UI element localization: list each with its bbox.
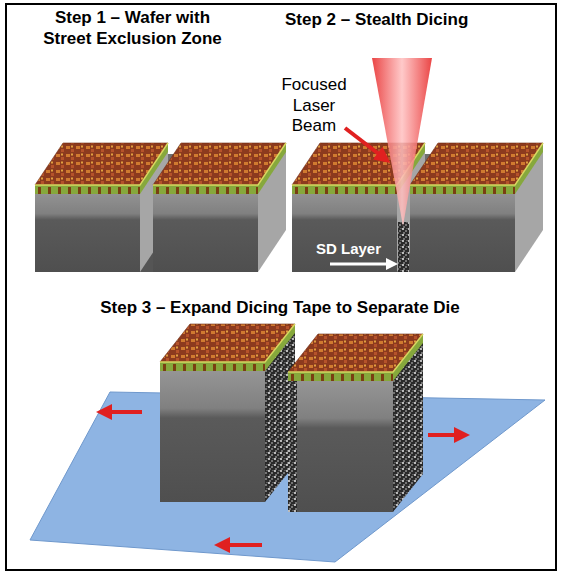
expand-arrow	[428, 433, 462, 437]
step-heading: Step 3 – Expand Dicing Tape to Separate …	[20, 298, 540, 319]
step-heading: Step 2 – Stealth Dicing	[285, 10, 545, 31]
step-heading: Step 1 – Wafer with Street Exclusion Zon…	[30, 8, 235, 49]
laser-beam	[372, 58, 432, 226]
sd-pointer-arrow	[330, 263, 392, 266]
callout-label: SD Layer	[316, 240, 381, 258]
frame	[6, 4, 556, 570]
tape-step3	[30, 324, 545, 562]
wafer-step1	[35, 143, 286, 272]
laser-pointer-arrow	[345, 128, 384, 158]
expand-arrow	[104, 410, 142, 414]
callout-label: Focused Laser Beam	[278, 75, 350, 137]
expand-arrow	[222, 543, 262, 547]
sd-layer	[398, 222, 409, 272]
broken-edge	[288, 381, 297, 512]
